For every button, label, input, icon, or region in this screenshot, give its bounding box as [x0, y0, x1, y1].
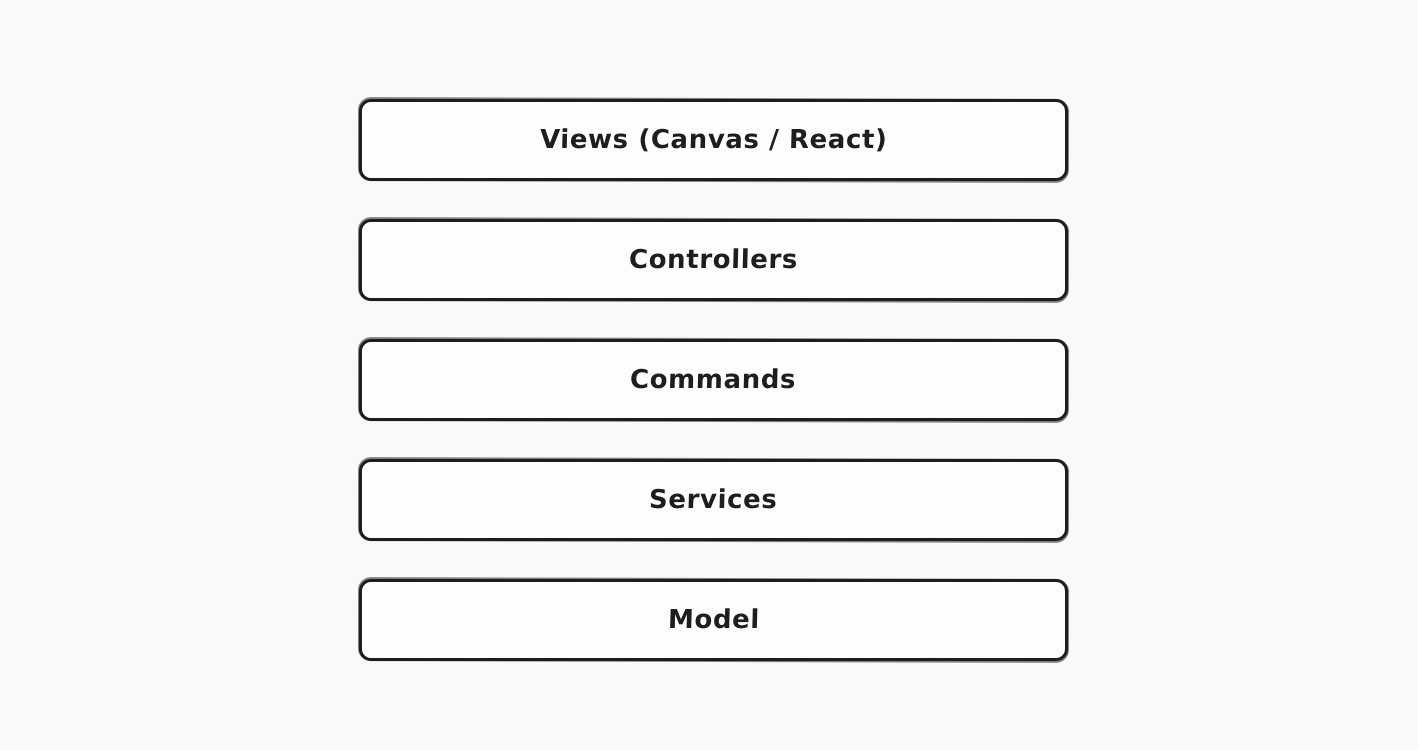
layer-box-views: Views (Canvas / React): [359, 99, 1068, 181]
layer-label-controllers: Controllers: [628, 245, 799, 275]
architecture-layer-stack: Views (Canvas / React) Controllers Comma…: [359, 99, 1068, 661]
layer-box-model: Model: [359, 579, 1068, 661]
layer-label-services: Services: [648, 485, 779, 515]
layer-box-services: Services: [359, 459, 1068, 541]
layer-box-commands: Commands: [359, 339, 1068, 421]
layer-label-model: Model: [667, 605, 760, 635]
layer-box-controllers: Controllers: [359, 219, 1068, 301]
layer-label-commands: Commands: [630, 365, 797, 395]
layer-label-views: Views (Canvas / React): [539, 125, 888, 155]
